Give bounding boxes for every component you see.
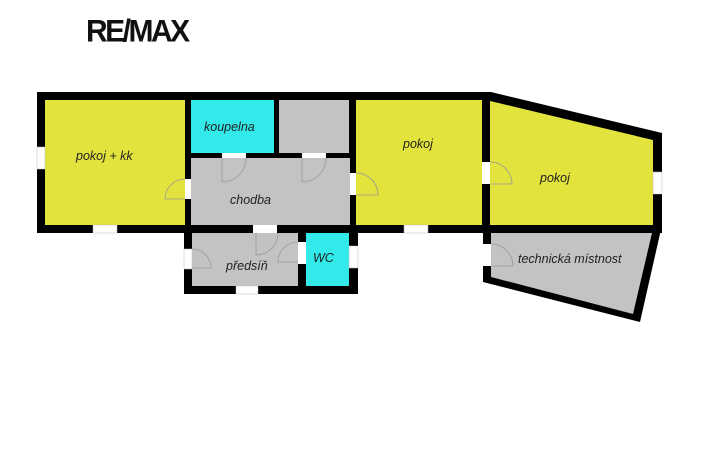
room-koupelna [191,100,274,153]
label-koupelna: koupelna [204,120,255,134]
label-technicka: technická místnost [518,252,622,266]
room-pokoj-kk [45,100,185,225]
room-predsin [192,233,298,286]
room-pokoj-right [490,101,653,225]
room-chodba [191,158,350,225]
doors [164,153,514,269]
label-predsin: předsíň [225,259,268,273]
label-pokoj-middle: pokoj [402,137,434,151]
room-technicka [491,233,652,314]
room-wc [306,233,349,286]
room-pokoj-middle [356,100,482,225]
label-pokoj-kk: pokoj + kk [75,149,133,163]
label-pokoj-right: pokoj [539,171,571,185]
remax-logo: RE/MAX [86,14,190,49]
windows [36,146,663,295]
label-wc: WC [313,251,335,265]
label-chodba: chodba [230,193,271,207]
room-storage [279,100,349,153]
